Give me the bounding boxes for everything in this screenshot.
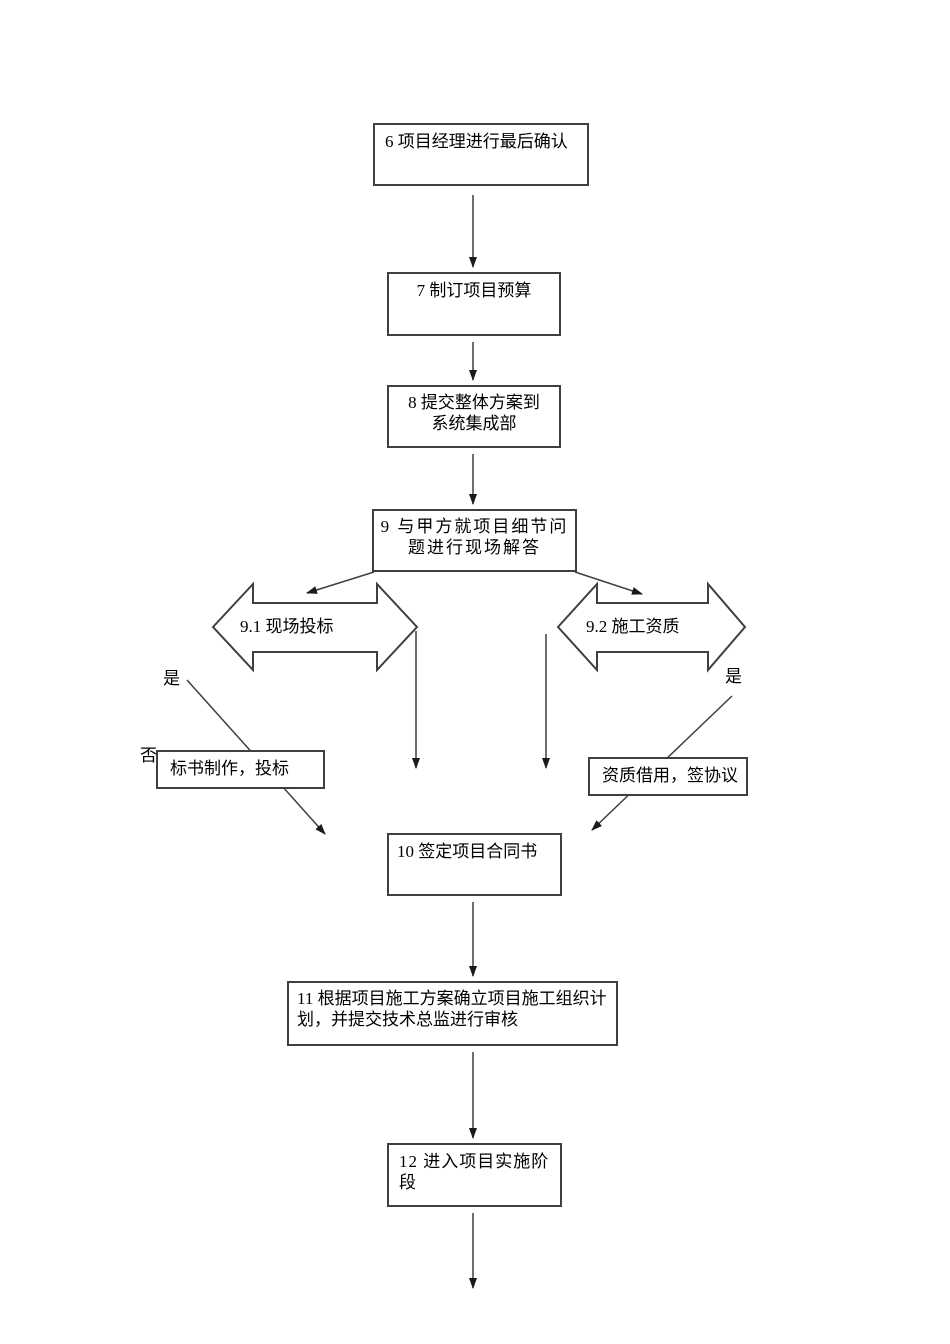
step-12-implementation-box: 12 进入项目实施阶 段 xyxy=(387,1143,562,1207)
qualification-borrow-box: 资质借用，签协议 xyxy=(588,757,748,796)
branch-9-1-label: 9.1 现场投标 xyxy=(240,617,334,636)
label-yes-left: 是 xyxy=(163,669,180,688)
step-6-final-confirmation-box: 6 项目经理进行最后确认 xyxy=(373,123,589,186)
step-10-sign-contract-box: 10 签定项目合同书 xyxy=(387,833,562,896)
step-7-project-budget-box: 7 制订项目预算 xyxy=(387,272,561,336)
connector-9-to-branch-9-2 xyxy=(574,571,643,595)
branch-9-2-label: 9.2 施工资质 xyxy=(586,617,680,636)
step-8-submit-plan-box: 8 提交整体方案到 系统集成部 xyxy=(387,385,561,448)
label-yes-right: 是 xyxy=(725,667,742,686)
label-no-left: 否 xyxy=(140,746,157,765)
step-9-onsite-answers-box: 9 与甲方就项目细节问 题进行现场解答 xyxy=(372,509,577,572)
step-11-construction-plan-box: 11 根据项目施工方案确立项目施工组织计 划，并提交技术总监进行审核 xyxy=(287,981,618,1046)
bid-preparation-box: 标书制作，投标 xyxy=(156,750,325,789)
connector-9-to-branch-9-1 xyxy=(306,571,375,594)
